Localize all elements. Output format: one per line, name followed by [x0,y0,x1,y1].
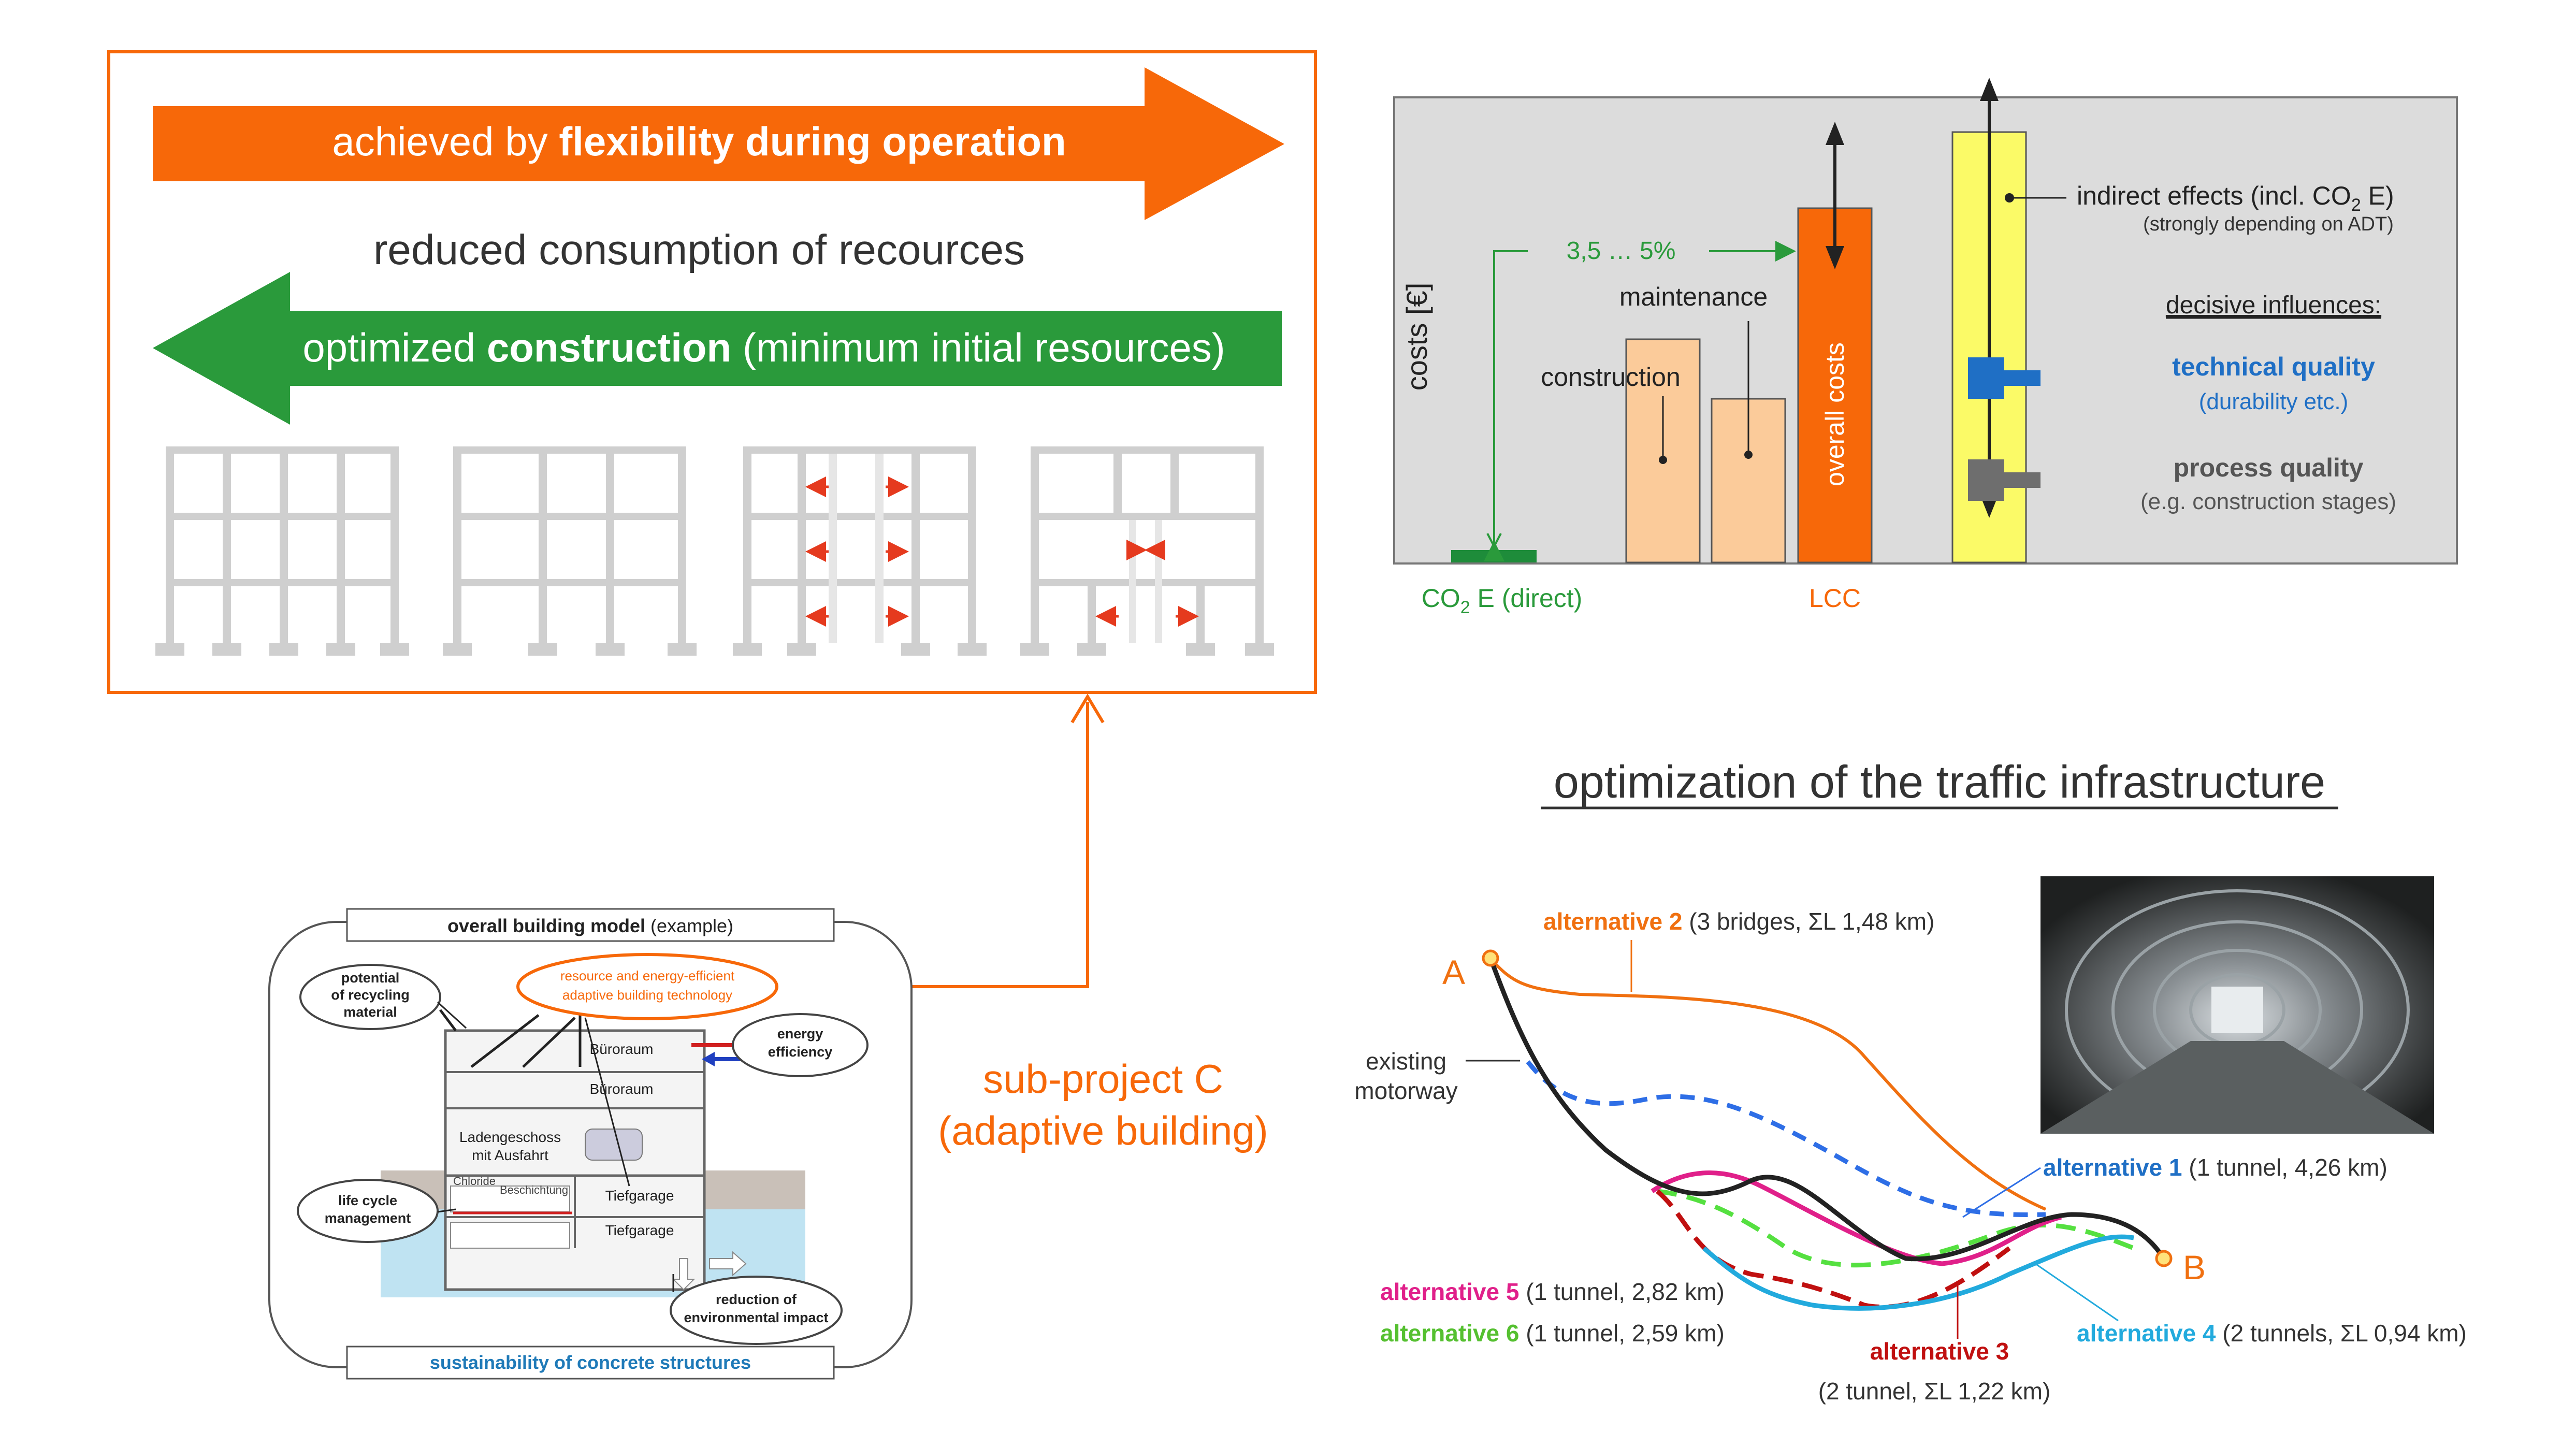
bar-co2 [1451,550,1537,562]
alt1-label: alternative 1 (1 tunnel, 4,26 km) [2043,1154,2387,1181]
maintenance-label: maintenance [1619,282,1768,311]
recycling-bubble [299,964,441,1030]
label-buero-2: Büroraum [590,1081,654,1097]
orange-arrow-label: achieved by flexibility during operation [332,119,1066,164]
energy-bubble [732,1013,869,1077]
percent-arrow-down [1486,533,1502,549]
traffic-map: optimization of the traffic infrastructu… [1354,756,2467,1405]
point-a-marker [1482,949,1499,967]
percent-line [1484,250,1528,561]
label-tief-1: Tiefgarage [605,1188,674,1204]
reduction-line-1: reduction of [716,1292,797,1307]
alt3-detail: (2 tunnel, ΣL 1,22 km) [1818,1378,2051,1405]
point-a-label: A [1442,953,1465,991]
building-title-box [346,908,835,942]
lifecycle-bubble [297,1179,439,1243]
traffic-title: optimization of the traffic infrastructu… [1554,756,2325,807]
lcc-axis-label: LCC [1809,584,1861,613]
cost-chart: costs [€] 3,5 … 5% maintenance construct… [1393,78,2458,617]
resource-bubble [516,953,778,1020]
label-tief-2: Tiefgarage [605,1222,674,1238]
recycling-line-3: material [343,1004,397,1020]
alt2-label: alternative 2 (3 bridges, ΣL 1,48 km) [1543,908,1934,935]
label-chloride: Chloride [453,1175,496,1188]
alt4-label: alternative 4 (2 tunnels, ΣL 0,94 km) [2077,1320,2467,1347]
subproject-line-2: (adaptive building) [938,1108,1268,1153]
alt1-leader [1962,1167,2041,1218]
chart-ylabel: costs [€] [1400,283,1433,391]
panel-border [107,50,1317,694]
route-existing-motorway [1488,957,2166,1262]
frame-structure-3 [733,446,987,656]
process-arrow-icon [1968,459,2040,501]
route-alt4 [1702,1234,2134,1311]
reduced-consumption-label: reduced consumption of recources [373,226,1025,273]
green-arrow-left [153,272,1282,425]
percent-label: 3,5 … 5% [1567,237,1676,265]
frame-structure-2 [443,446,697,656]
reduction-bubble [670,1276,843,1345]
tech-arrow-icon [1968,357,2040,399]
label-beschichtung: Beschichtung [500,1183,568,1196]
label-laden-2: mit Ausfahrt [472,1147,548,1163]
construction-dot [1659,456,1667,464]
green-arrow-label: optimized construction (minimum initial … [302,325,1225,370]
point-b-label: B [2183,1248,2206,1286]
chart-plot-area [1393,96,2458,565]
building-title: overall building model (example) [447,915,733,936]
flexibility-panel: achieved by flexibility during operation… [107,50,1317,694]
resource-line-1: resource and energy-efficient [560,968,735,984]
subproject-line-1: sub-project C [983,1056,1223,1102]
recycling-line-2: of recycling [331,987,410,1003]
tech-quality-note: (durability etc.) [2199,389,2349,414]
resource-line-2: adaptive building technology [562,987,732,1003]
point-b-marker [2155,1250,2173,1267]
energy-line-2: efficiency [768,1044,833,1060]
overall-costs-label: overall costs [1820,342,1849,486]
route-alt3 [1656,1189,2011,1309]
tunnel-photo [2040,876,2434,1134]
alt6-label: alternative 6 (1 tunnel, 2,59 km) [1380,1320,1725,1347]
building-footer: sustainability of concrete structures [430,1352,751,1373]
indirect-note: (strongly depending on ADT) [2143,213,2394,235]
route-alt5 [1651,1170,2062,1266]
lifecycle-line-1: life cycle [338,1193,397,1208]
label-laden-1: Ladengeschoss [459,1129,561,1145]
co2-axis-label: CO2 E (direct) [1422,584,1583,617]
energy-line-1: energy [777,1026,823,1042]
existing-line-2: motorway [1354,1077,1457,1104]
route-alt1 [1526,1060,2046,1217]
route-alt6 [1657,1189,2135,1268]
frame-structure-1 [155,446,409,656]
orange-arrow-right [153,67,1284,220]
reduction-line-2: environmental impact [684,1310,828,1325]
connector-arrowhead [1070,693,1105,724]
car-icon [585,1129,643,1161]
process-quality-label: process quality [2174,453,2364,482]
indirect-label: indirect effects (incl. CO2 E) [2077,181,2394,215]
building-footer-box [346,1346,835,1380]
route-alt2 [1489,957,2047,1211]
recycling-line-1: potential [341,970,400,986]
process-quality-note: (e.g. construction stages) [2140,489,2396,514]
decisive-label: decisive influences: [2166,292,2381,319]
alt5-label: alternative 5 (1 tunnel, 2,82 km) [1380,1278,1725,1305]
maintenance-dot [1744,451,1753,459]
building-model: overall building model (example) Bürorau… [268,908,913,1380]
existing-line-1: existing [1366,1048,1446,1075]
tech-quality-label: technical quality [2172,352,2375,381]
label-buero-1: Büroraum [590,1041,654,1057]
frame-structure-4 [1020,446,1274,656]
alt4-leader [2035,1263,2119,1322]
alt3-name: alternative 3 [1870,1338,2009,1365]
lifecycle-line-2: management [325,1210,411,1226]
construction-label: construction [1541,363,1681,392]
